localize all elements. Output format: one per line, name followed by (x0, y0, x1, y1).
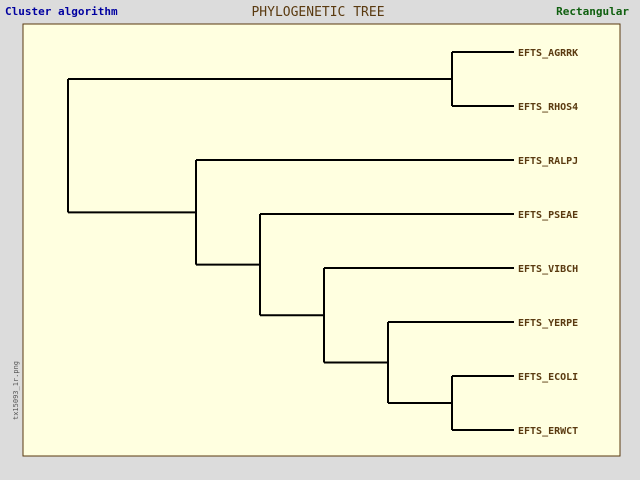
chart-title: PHYLOGENETIC TREE (251, 5, 385, 20)
leaf-label: EFTS_VIBCH (518, 264, 578, 275)
tree-panel (22, 23, 621, 457)
leaf-label: EFTS_ECOLI (518, 372, 578, 383)
leaf-label: EFTS_RALPJ (518, 156, 578, 167)
leaf-label: EFTS_AGRRK (518, 48, 578, 59)
layout-label: Rectangular (556, 5, 629, 18)
algorithm-label: Cluster algorithm (5, 5, 118, 18)
leaf-label: EFTS_PSEAE (518, 210, 578, 221)
leaf-label: EFTS_ERWCT (518, 426, 578, 437)
leaf-label: EFTS_YERPE (518, 318, 578, 329)
tree-branches (67, 51, 514, 431)
image-filename-label: tx15093_1r.png (12, 360, 20, 420)
leaf-label: EFTS_RHOS4 (518, 102, 578, 113)
